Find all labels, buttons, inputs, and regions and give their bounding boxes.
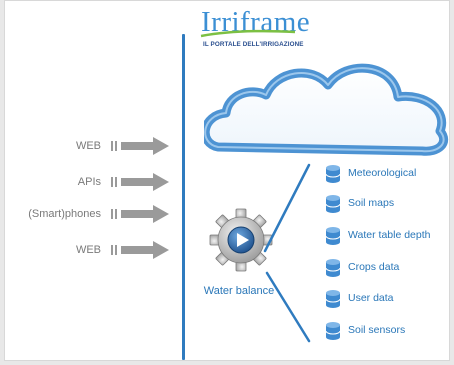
logo-swoosh: [200, 29, 296, 38]
database-icon: [325, 322, 341, 340]
dataset-label-meteorological: Meteorological: [348, 167, 417, 179]
arrow-icon: [111, 173, 169, 191]
logo-subtitle: IL PORTALE DELL'IRRIGAZIONE: [203, 41, 304, 48]
source-label-smartphones: (Smart)phones: [28, 208, 101, 220]
diagram-canvas: Irriframe IL PORTALE DELL'IRRIGAZIONE WE…: [4, 0, 450, 361]
arrow-icon: [111, 241, 169, 259]
hub-label: Water balance: [203, 285, 275, 297]
arrow-icon: [111, 205, 169, 223]
dataset-label-soil-maps: Soil maps: [348, 197, 395, 209]
source-label-web: WEB: [75, 140, 101, 152]
database-icon: [325, 165, 341, 183]
dataset-label-water-table-depth: Water table depth: [348, 229, 431, 241]
connector-lines: [263, 163, 311, 343]
source-label-web-2: WEB: [75, 244, 101, 256]
dataset-label-soil-sensors: Soil sensors: [348, 324, 406, 336]
arrow-icon: [111, 137, 169, 155]
database-icon: [325, 290, 341, 308]
dataset-label-user-data: User data: [348, 292, 394, 304]
gear-play-icon: [209, 208, 273, 272]
database-icon: [325, 195, 341, 213]
cloud-icon: [204, 63, 449, 156]
source-label-apis: APIs: [77, 176, 101, 188]
database-icon: [325, 259, 341, 277]
database-icon: [325, 227, 341, 245]
dataset-label-crops-data: Crops data: [348, 261, 400, 273]
divider-line: [182, 34, 185, 360]
